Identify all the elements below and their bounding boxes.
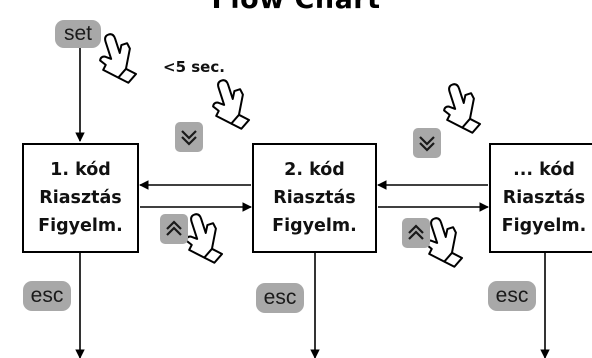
code-box-3-line2: Riasztás [502,188,586,208]
esc-button[interactable]: esc [488,281,536,311]
esc-button[interactable]: esc [256,283,304,313]
hand-press-icon [205,74,254,136]
up-button[interactable] [160,214,188,244]
down-chevron-icon [419,136,435,146]
code-box-3: ... kód Riasztás Figyelm. [489,143,592,253]
timing-label: <5 sec. [163,58,225,76]
code-box-1-line1: 1. kód [50,160,111,180]
down-chevron-icon [181,130,197,140]
code-box-1-line3: Figyelm. [38,216,123,236]
code-box-2-line1: 2. kód [284,160,345,180]
down-button[interactable] [413,128,441,158]
code-box-1-line2: Riasztás [39,188,122,208]
code-box-2: 2. kód Riasztás Figyelm. [252,143,377,253]
up-chevron-icon [408,224,424,234]
set-button[interactable]: set [55,20,101,48]
hand-press-icon [436,78,485,140]
code-box-1: 1. kód Riasztás Figyelm. [22,143,139,253]
up-button[interactable] [402,218,430,248]
code-box-3-line1: ... kód [513,160,575,180]
code-box-3-line3: Figyelm. [501,216,587,236]
esc-button[interactable]: esc [23,281,71,311]
code-box-2-line3: Figyelm. [272,216,357,236]
code-box-2-line2: Riasztás [273,188,356,208]
up-chevron-icon [166,220,182,230]
flow-chart-title: Flow Chart [0,0,592,15]
down-button[interactable] [175,122,203,152]
